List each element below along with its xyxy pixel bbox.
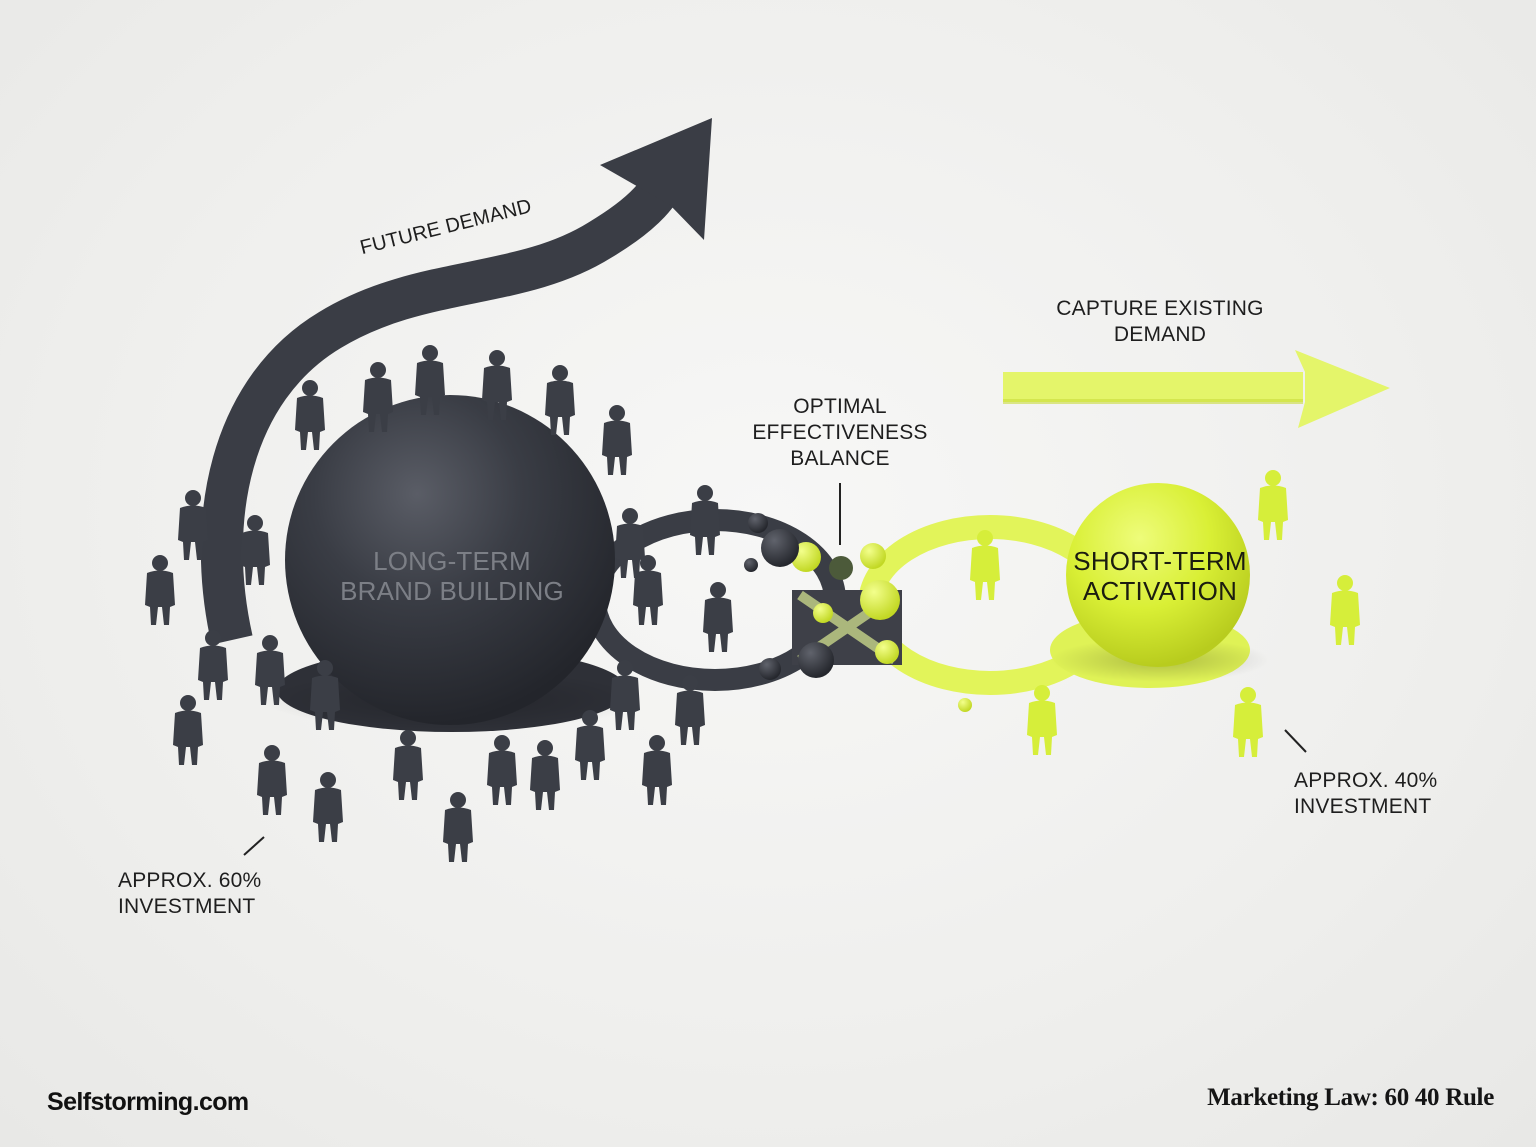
investment-40-label: APPROX. 40% INVESTMENT [1294, 768, 1494, 820]
short-term-line-2: ACTIVATION [1082, 576, 1238, 606]
leader-line-40 [1284, 729, 1307, 753]
optimal-line-3: BALANCE [790, 447, 890, 470]
optimal-balance-label: OPTIMAL EFFECTIVENESS BALANCE [740, 394, 940, 472]
invest-60-line-2: INVESTMENT [118, 895, 256, 918]
invest-40-line-1: APPROX. 40% [1294, 769, 1438, 792]
long-term-sphere [285, 395, 615, 725]
invest-60-line-1: APPROX. 60% [118, 869, 262, 892]
optimal-line-2: EFFECTIVENESS [752, 421, 928, 444]
long-term-line-1: LONG-TERM [373, 546, 531, 576]
optimal-line-1: OPTIMAL [793, 395, 887, 418]
short-term-sphere [1066, 483, 1250, 667]
capture-demand-arrow [1003, 350, 1390, 428]
balance-junction [744, 483, 972, 712]
footer-title: Marketing Law: 60 40 Rule [1207, 1084, 1494, 1111]
leader-line-60 [243, 836, 265, 856]
invest-40-line-2: INVESTMENT [1294, 795, 1432, 818]
short-term-line-1: SHORT-TERM [1073, 546, 1247, 576]
future-demand-arrow [200, 118, 712, 645]
capture-line-1: CAPTURE EXISTING [1056, 297, 1264, 320]
long-term-brand-building-label: LONG-TERM BRAND BUILDING [322, 546, 582, 606]
long-term-line-2: BRAND BUILDING [340, 576, 564, 606]
capture-line-2: DEMAND [1113, 323, 1207, 346]
short-term-activation-label: SHORT-TERM ACTIVATION [1060, 546, 1260, 606]
capture-existing-demand-label: CAPTURE EXISTING DEMAND [1030, 296, 1290, 348]
investment-60-label: APPROX. 60% INVESTMENT [118, 868, 318, 920]
brand-logo-text: Selfstorming.com [47, 1088, 249, 1116]
